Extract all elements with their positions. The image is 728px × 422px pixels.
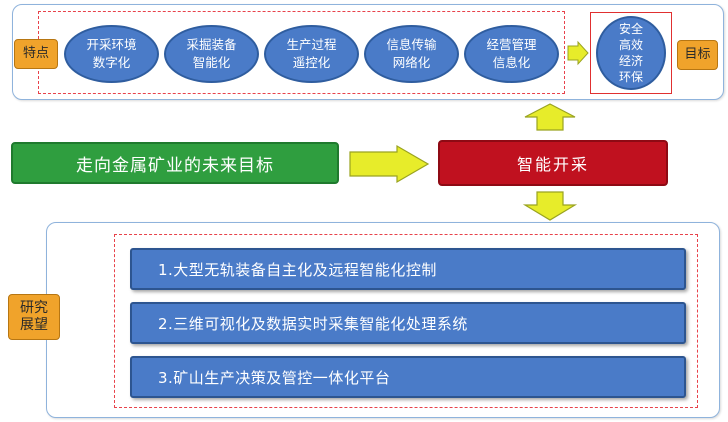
arrow-right-small-icon — [567, 40, 589, 66]
future-goal-text: 走向金属矿业的未来目标 — [76, 155, 274, 176]
outlook-item-1-text: 1.大型无轨装备自主化及远程智能化控制 — [158, 260, 437, 279]
goal-text: 安全 高效 经济 环保 — [618, 21, 643, 85]
goal-ellipse: 安全 高效 经济 环保 — [596, 16, 666, 90]
outlook-label: 研究 展望 — [8, 294, 60, 340]
outlook-label-text: 研究 展望 — [20, 299, 48, 334]
feature-ellipse-2: 采掘装备 智能化 — [164, 25, 259, 83]
feature-text-2: 采掘装备 智能化 — [186, 36, 237, 70]
outlook-item-3-text: 3.矿山生产决策及管控一体化平台 — [158, 368, 391, 387]
outlook-item-2: 2.三维可视化及数据实时采集智能化处理系统 — [130, 302, 686, 344]
feature-ellipse-4: 信息传输 网络化 — [364, 25, 459, 83]
outlook-item-3: 3.矿山生产决策及管控一体化平台 — [130, 356, 686, 398]
intelligent-mining-text: 智能开采 — [516, 155, 589, 174]
outlook-dashed-frame — [114, 234, 698, 408]
outlook-item-1: 1.大型无轨装备自主化及远程智能化控制 — [130, 248, 686, 290]
arrow-right-large-icon — [349, 144, 430, 184]
future-goal-box: 走向金属矿业的未来目标 — [11, 142, 339, 184]
feature-text-1: 开采环境 数字化 — [86, 36, 137, 70]
intelligent-mining-box: 智能开采 — [438, 140, 668, 186]
outlook-item-2-text: 2.三维可视化及数据实时采集智能化处理系统 — [158, 314, 468, 333]
goal-label: 目标 — [677, 40, 718, 70]
feature-ellipse-1: 开采环境 数字化 — [64, 25, 159, 83]
feature-text-4: 信息传输 网络化 — [386, 36, 437, 70]
feature-label: 特点 — [14, 39, 58, 69]
arrow-up-icon — [524, 103, 576, 131]
feature-text-3: 生产过程 遥控化 — [286, 36, 337, 70]
goal-frame — [590, 12, 672, 94]
feature-text-5: 经营管理 信息化 — [486, 36, 537, 70]
feature-ellipse-5: 经营管理 信息化 — [464, 25, 559, 83]
feature-ellipse-3: 生产过程 遥控化 — [264, 25, 359, 83]
arrow-down-icon — [522, 191, 578, 221]
